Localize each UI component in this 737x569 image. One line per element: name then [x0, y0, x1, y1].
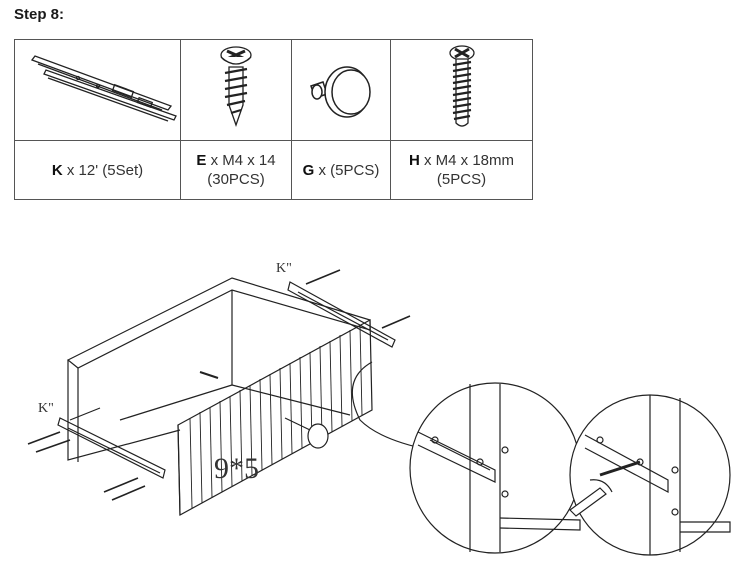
drawer-back: [67, 360, 181, 461]
part-spec: x M4 x 14: [210, 152, 276, 169]
screwdriver: [569, 487, 607, 517]
left-slide-rail: [57, 417, 166, 479]
part-g-label: G x (5PCS): [291, 140, 391, 200]
drawer-left-side: [66, 277, 371, 369]
part-g-icon-cell: [291, 39, 391, 141]
drawer-slide-rails-icon: [30, 54, 177, 122]
drawer-front: [177, 319, 373, 516]
part-e-label: E x M4 x 14 (30PCS): [180, 140, 292, 200]
label-left: K": [38, 401, 54, 416]
knob: [307, 423, 329, 449]
part-h-label: H x M4 x 18mm (5PCS): [390, 140, 533, 200]
part-code: G: [302, 161, 315, 179]
assembly-diagram: K" K" 9*5: [27, 261, 731, 556]
long-screw-icon: [448, 44, 475, 127]
right-slide-rail: [287, 281, 396, 348]
parts-table: K x 12' (5Set) E x M4 x 14 (30PCS) G x (5…: [14, 39, 533, 200]
drawer-mark: 9*5: [214, 452, 259, 485]
part-spec: x M4 x 18mm: [424, 152, 515, 169]
part-k-icon-cell: [14, 39, 181, 141]
part-spec: x (5PCS): [318, 161, 380, 179]
part-k-label: K x 12' (5Set): [14, 140, 181, 200]
part-e-icon-cell: [180, 39, 292, 141]
label-top: K": [276, 261, 292, 276]
part-code: H: [408, 152, 420, 169]
detail-circle-left: [409, 382, 581, 554]
step-title: Step 8:: [14, 6, 65, 23]
part-code: E: [196, 152, 207, 169]
knob-icon: [310, 65, 371, 118]
part-spec: x 12' (5Set): [66, 161, 144, 179]
part-qty: (30PCS): [207, 171, 265, 188]
part-qty: (5PCS): [436, 171, 487, 188]
part-code: K: [51, 161, 63, 179]
part-h-icon-cell: [390, 39, 533, 141]
short-screw-icon: [220, 45, 252, 127]
